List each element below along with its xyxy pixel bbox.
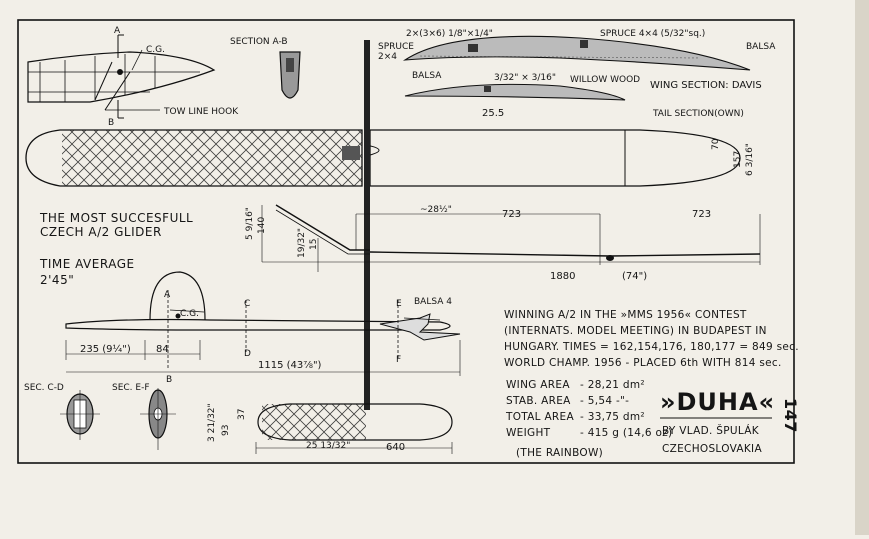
spar-tail-label: 3/32" × 3/16" <box>494 73 556 83</box>
dim-1115: 1115 (43⅞") <box>258 360 322 371</box>
time-value: 2'45" <box>40 273 74 287</box>
balsa-right-label: BALSA <box>746 42 776 52</box>
tail-section-label: TAIL SECTION(OWN) <box>652 109 744 119</box>
section-ef-drawing <box>140 388 176 450</box>
mark-e: E <box>396 299 402 309</box>
fuselage-side-view <box>65 271 461 376</box>
dim-6-3-16: 6 3/16" <box>745 143 755 176</box>
dim-5-9-16: 5 9/16" <box>245 207 255 240</box>
section-ab-label: SECTION A-B <box>230 37 288 47</box>
wing-front-view <box>261 204 761 272</box>
spec-total-area-label: TOTAL AREA <box>505 411 574 423</box>
time-label: TIME AVERAGE <box>39 257 135 271</box>
mark-b-side: B <box>166 375 172 385</box>
country-line: CZECHOSLOVAKIA <box>662 443 762 455</box>
balsa-left-label: BALSA <box>412 71 442 81</box>
dim-93: 93 <box>221 425 231 436</box>
cg-label-top: C.G. <box>146 45 165 55</box>
dim-140: 140 <box>257 217 267 234</box>
dim-157: 157 <box>733 151 743 168</box>
desc-line2: CZECH A/2 GLIDER <box>40 225 162 239</box>
dim-25-5: 25.5 <box>482 108 504 119</box>
spruce-4x4-label: SPRUCE 4×4 (5/32"sq.) <box>600 29 705 39</box>
mark-a-side: A <box>164 290 171 300</box>
plate-border <box>17 19 795 464</box>
spec-stab-area-value: - 5,54 -"- <box>580 395 629 407</box>
dim-723-b: 723 <box>692 209 711 220</box>
stabilizer-plan-view <box>255 403 453 454</box>
mark-d: D <box>244 349 251 359</box>
fuselage-nose-detail <box>27 34 216 119</box>
dim-70: 70 <box>711 138 721 150</box>
spec-wing-area-label: WING AREA <box>506 379 570 391</box>
section-ab-drawing <box>279 51 301 99</box>
contest-line2: (INTERNATS. MODEL MEETING) IN BUDAPEST I… <box>504 325 767 337</box>
balsa-4-label: BALSA 4 <box>414 297 452 307</box>
nickname: (THE RAINBOW) <box>516 447 603 459</box>
desc-line1: THE MOST SUCCESFULL <box>39 211 193 225</box>
fuselage-boom-front <box>364 40 370 410</box>
dim-15: 15 <box>309 239 319 250</box>
spec-weight-label: WEIGHT <box>506 427 551 439</box>
page-number: 147 <box>781 398 800 433</box>
author-line: BY VLAD. ŠPULÁK <box>662 424 760 437</box>
mark-a-top: A <box>114 26 121 36</box>
mark-f: F <box>396 355 401 365</box>
sec-cd-label: SEC. C-D <box>24 383 64 393</box>
model-title: »DUHA« <box>660 388 775 416</box>
willow-label: WILLOW WOOD <box>570 75 640 85</box>
cg-label-side: C.G. <box>180 309 199 319</box>
dim-3-21-32: 3 21/32" <box>207 403 217 442</box>
contest-line4: WORLD CHAMP. 1956 - PLACED 6th WITH 814 … <box>504 357 782 369</box>
wing-section-airfoil <box>402 35 751 71</box>
section-cd-drawing <box>60 390 100 440</box>
spec-weight-value: - 415 g (14,6 oz) <box>580 427 672 439</box>
contest-line3: HUNGARY. TIMES = 162,154,176, 180,177 = … <box>504 341 799 353</box>
tow-hook-label: TOW LINE HOOK <box>163 107 239 117</box>
wing-plan-view <box>25 129 741 187</box>
dim-723-a: 723 <box>502 209 521 220</box>
dim-19-32: 19/32" <box>297 228 307 258</box>
dim-25-13-32: 25 13/32" <box>306 441 350 451</box>
dim-235: 235 (9¼") <box>80 343 131 355</box>
dim-84: 84 <box>156 344 169 355</box>
wing-section-label: WING SECTION: DAVIS <box>650 80 762 91</box>
spec-stab-area-label: STAB. AREA <box>506 395 571 407</box>
dim-640: 640 <box>386 442 405 453</box>
spruce-2x4-label: SPRUCE <box>378 42 414 52</box>
spec-wing-area-value: - 28,21 dm² <box>580 379 645 391</box>
sec-ef-label: SEC. E-F <box>112 383 150 393</box>
dim-74: (74") <box>622 271 647 282</box>
dim-28-half: ~28½" <box>420 205 452 215</box>
mark-c: C <box>244 299 250 309</box>
spruce-2x4-size: 2×4 <box>378 52 397 62</box>
dim-1880: 1880 <box>550 271 575 282</box>
tail-section-airfoil <box>404 83 626 101</box>
mark-b-top: B <box>108 118 114 128</box>
contest-line1: WINNING A/2 IN THE »MMS 1956« CONTEST <box>504 309 747 321</box>
spar-top-label: 2×(3×6) 1/8"×1/4" <box>406 29 493 39</box>
dim-37: 37 <box>237 409 247 420</box>
spec-total-area-value: - 33,75 dm² <box>580 411 645 423</box>
